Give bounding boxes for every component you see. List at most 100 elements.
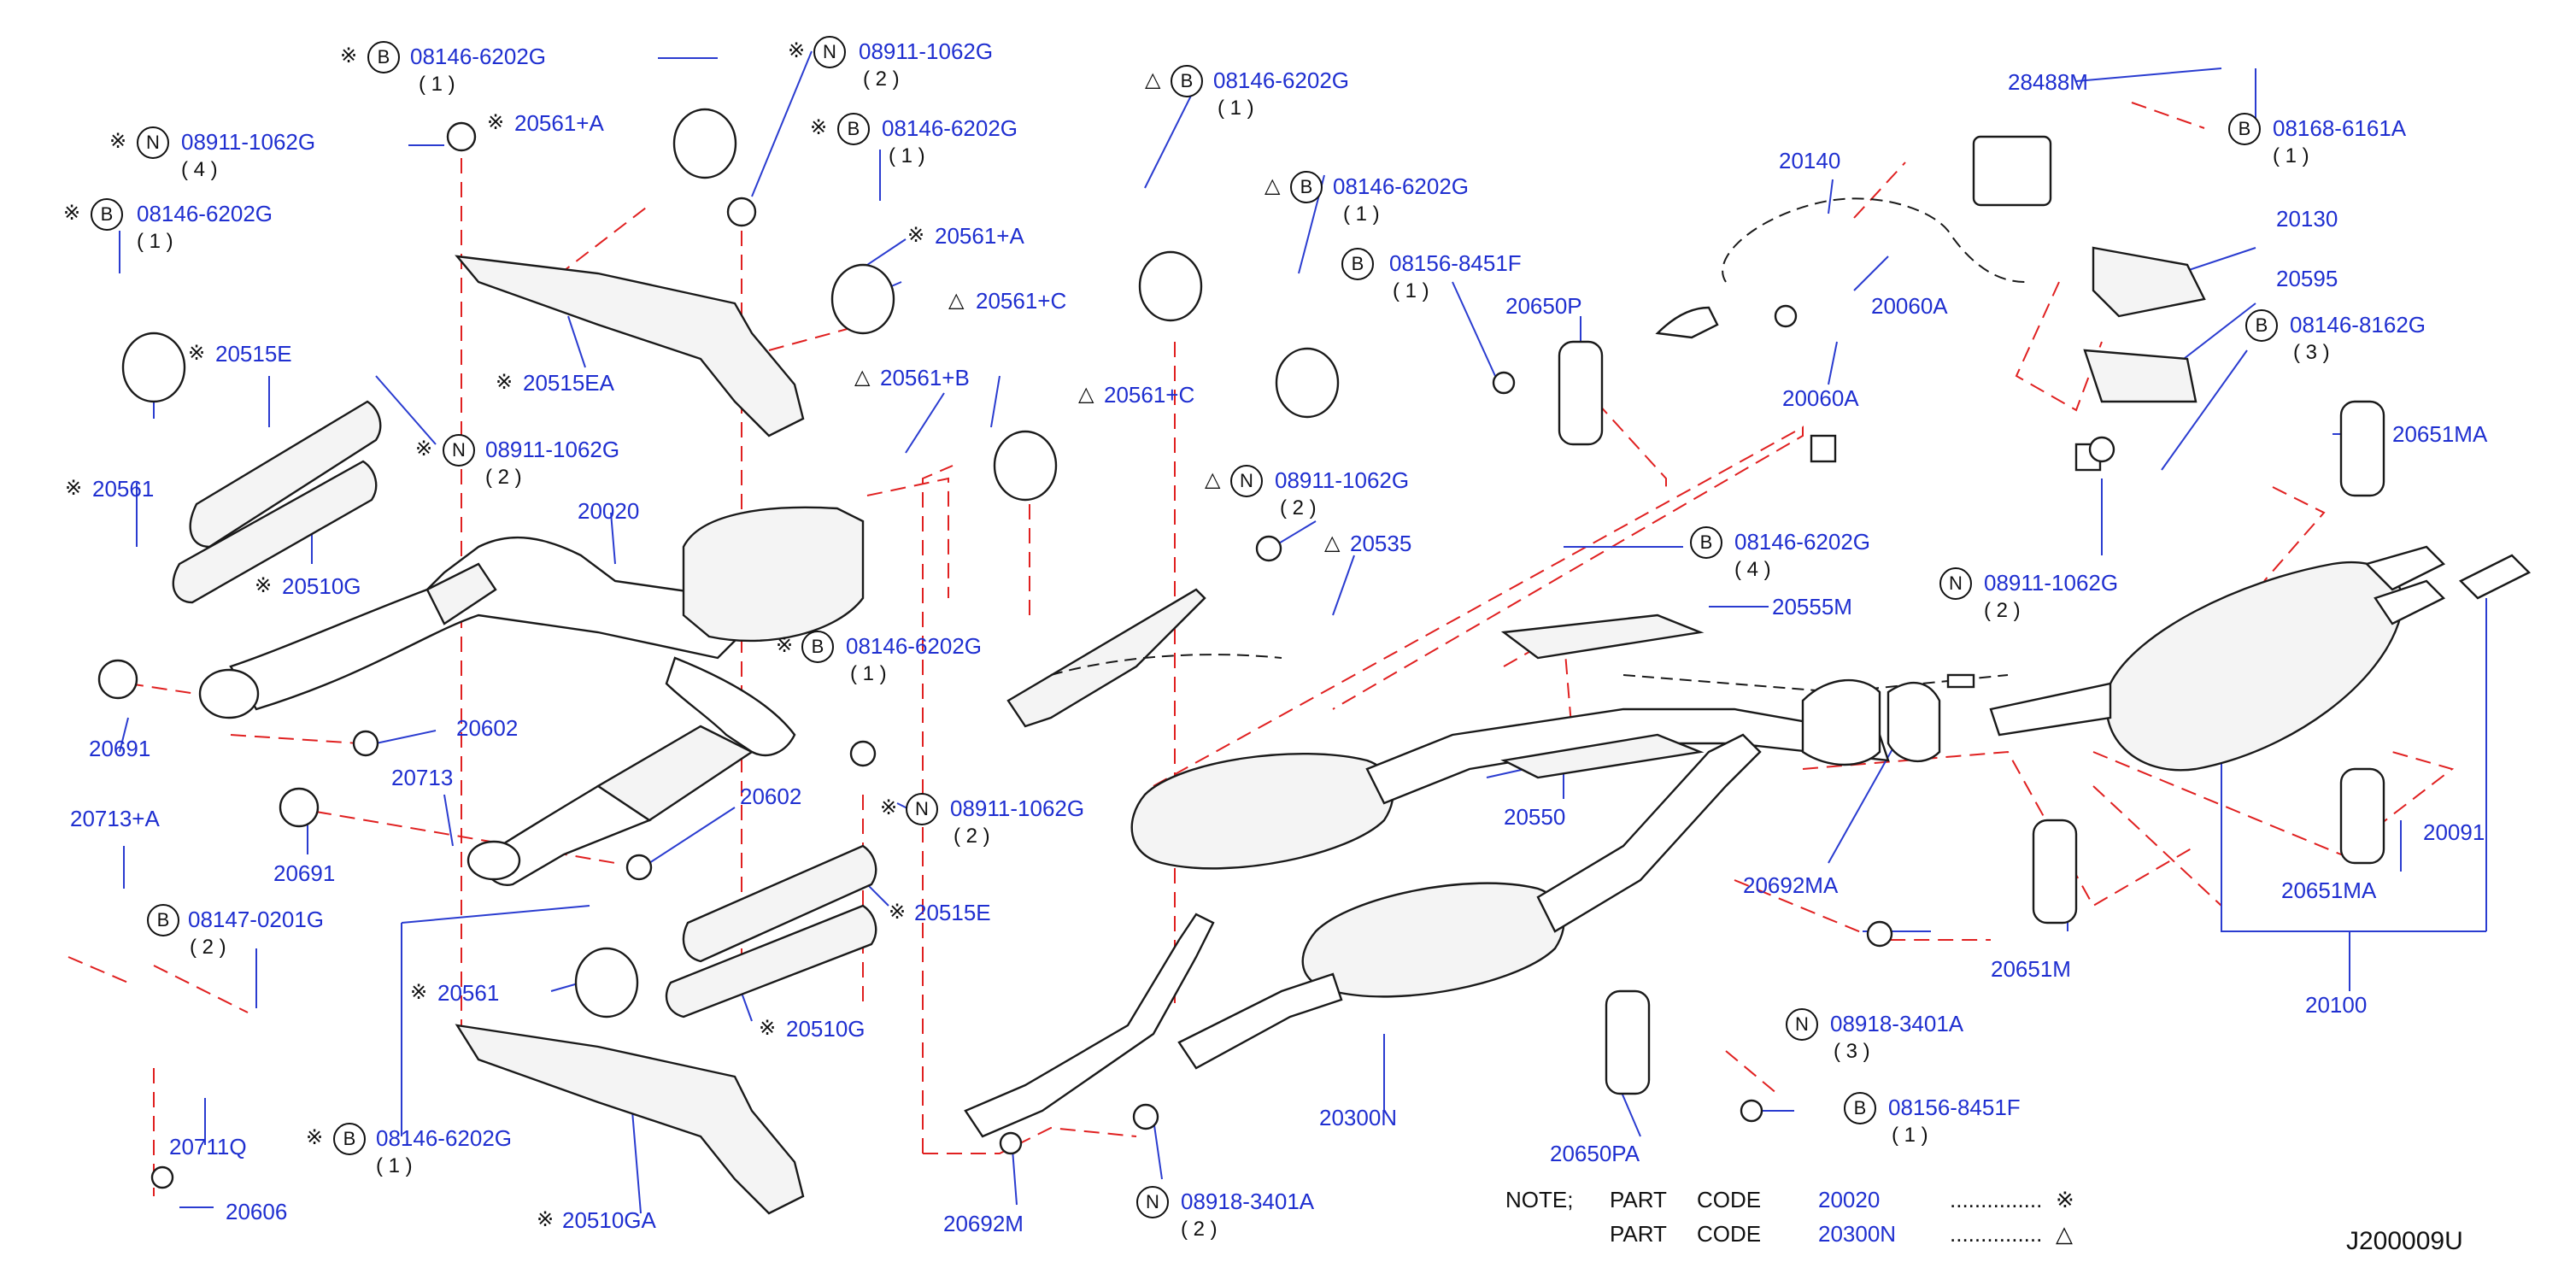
qty-label: ( 3 ) xyxy=(2293,341,2330,364)
asterisk-mark: ※ xyxy=(65,477,83,500)
part-label[interactable]: 20606 xyxy=(226,1199,288,1224)
part-label[interactable]: 08911-1062G xyxy=(485,437,620,462)
part-label[interactable]: 28488M xyxy=(2008,69,2088,95)
asterisk-mark: ※ xyxy=(109,130,127,153)
part-label[interactable]: 20650PA xyxy=(1550,1141,1640,1166)
note-part-number: 20300N xyxy=(1818,1221,1897,1247)
circle-b-icon: B xyxy=(1341,248,1374,280)
part-label[interactable]: 20561 xyxy=(437,980,500,1006)
asterisk-mark: ※ xyxy=(487,111,505,134)
part-label[interactable]: 20535 xyxy=(1350,531,1412,556)
part-label[interactable]: 20060A xyxy=(1871,293,1948,319)
part-label[interactable]: 20561+A xyxy=(935,223,1024,249)
part-label[interactable]: 20515E xyxy=(215,341,292,367)
part-label[interactable]: 20561 xyxy=(92,476,155,502)
part-label[interactable]: 08918-3401A xyxy=(1181,1189,1315,1214)
part-label[interactable]: 20510G xyxy=(282,573,361,599)
part-label[interactable]: 20602 xyxy=(740,784,802,809)
part-label[interactable]: 08146-6202G xyxy=(882,115,1018,141)
part-label[interactable]: 20130 xyxy=(2276,206,2338,232)
part-label[interactable]: 20555M xyxy=(1772,594,1852,619)
part-label[interactable]: 08146-6202G xyxy=(846,633,983,659)
part-label[interactable]: 20651MA xyxy=(2281,878,2377,903)
part-label[interactable]: 20300N xyxy=(1319,1105,1398,1130)
triangle-mark: △ xyxy=(1324,531,1341,555)
part-label[interactable]: 08156-8451F xyxy=(1389,250,1522,276)
note-code: CODE xyxy=(1697,1221,1762,1247)
triangle-mark: △ xyxy=(1078,383,1094,406)
part-label[interactable]: 08146-6202G xyxy=(376,1125,513,1151)
part-label[interactable]: 08146-6202G xyxy=(1734,529,1871,555)
triangle-mark: △ xyxy=(1205,468,1221,491)
asterisk-mark: ※ xyxy=(410,981,428,1004)
part-label[interactable]: 20692M xyxy=(943,1211,1024,1236)
qty-label: ( 2 ) xyxy=(954,825,990,848)
clamps xyxy=(121,108,1340,1019)
part-label[interactable]: 08146-6202G xyxy=(137,201,273,226)
part-label[interactable]: 08911-1062G xyxy=(859,38,994,64)
part-label[interactable]: 08911-1062G xyxy=(181,129,316,155)
qty-label: ( 2 ) xyxy=(1181,1218,1218,1241)
part-label[interactable]: 20651M xyxy=(1991,956,2071,982)
part-label[interactable]: 08911-1062G xyxy=(950,795,1085,821)
triangle-mark: △ xyxy=(1145,68,1161,91)
qty-label: ( 2 ) xyxy=(863,68,900,91)
diagram-code: J200009U xyxy=(2346,1227,2463,1255)
asterisk-mark: ※ xyxy=(889,901,907,924)
note-label: NOTE; xyxy=(1505,1187,1574,1212)
qty-label: ( 1 ) xyxy=(850,662,887,685)
part-label[interactable]: 20020 xyxy=(578,498,640,524)
part-label[interactable]: 20515E xyxy=(914,900,991,925)
circle-b-icon: B xyxy=(1690,526,1722,559)
part-label[interactable]: 20060A xyxy=(1782,385,1859,411)
circle-b-icon: B xyxy=(147,904,179,936)
part-label[interactable]: 20100 xyxy=(2305,992,2368,1018)
part-label[interactable]: 20561+B xyxy=(880,365,970,390)
note-part: PART xyxy=(1610,1187,1667,1212)
qty-label: ( 3 ) xyxy=(1834,1040,1870,1063)
part-label[interactable]: 20561+C xyxy=(976,288,1067,314)
part-label[interactable]: 20140 xyxy=(1779,148,1841,173)
part-label[interactable]: 20515EA xyxy=(523,370,614,396)
part-label[interactable]: 20510GA xyxy=(562,1207,656,1233)
note-dots: ............... xyxy=(1950,1221,2043,1247)
circle-n-icon: N xyxy=(1939,567,1972,600)
front-pipe-assembly xyxy=(198,506,865,886)
part-label[interactable]: 20713+A xyxy=(70,806,160,831)
part-label[interactable]: 20691 xyxy=(89,736,151,761)
part-label[interactable]: 08146-6202G xyxy=(1333,173,1470,199)
part-label[interactable]: 08147-0201G xyxy=(188,907,325,932)
part-label[interactable]: 08918-3401A xyxy=(1830,1011,1964,1036)
circle-b-icon: B xyxy=(1171,65,1203,97)
part-label[interactable]: 08911-1062G xyxy=(1984,570,2119,596)
circle-n-icon: N xyxy=(813,36,846,68)
part-label[interactable]: 20602 xyxy=(456,715,519,741)
part-label[interactable]: 20550 xyxy=(1504,804,1566,830)
part-label[interactable]: 20713 xyxy=(391,765,454,790)
part-label[interactable]: 20691 xyxy=(273,860,336,886)
part-label[interactable]: 20510G xyxy=(786,1016,866,1042)
circle-n-icon: N xyxy=(137,126,169,159)
part-label[interactable]: 20091 xyxy=(2423,819,2485,845)
part-label[interactable]: 20650P xyxy=(1505,293,1582,319)
triangle-mark: △ xyxy=(1265,174,1281,197)
circle-n-icon: N xyxy=(443,434,475,467)
qty-label: ( 1 ) xyxy=(1393,279,1429,302)
part-label[interactable]: 08911-1062G xyxy=(1275,467,1410,493)
part-label[interactable]: 20561+A xyxy=(514,110,604,136)
hangers xyxy=(1558,340,2385,1095)
part-label[interactable]: 20561+C xyxy=(1104,382,1195,408)
qty-label: ( 1 ) xyxy=(376,1154,413,1177)
part-label[interactable]: 08156-8451F xyxy=(1888,1095,2021,1120)
part-label[interactable]: 20595 xyxy=(2276,266,2338,291)
part-label[interactable]: 20651MA xyxy=(2392,421,2488,447)
part-label[interactable]: 08146-6202G xyxy=(410,44,547,69)
part-label[interactable]: 20692MA xyxy=(1743,872,1839,898)
note-part-number: 20020 xyxy=(1818,1187,1881,1212)
qty-label: ( 1 ) xyxy=(1218,97,1254,120)
part-label[interactable]: 08168-6161A xyxy=(2273,115,2407,141)
part-label[interactable]: 08146-6202G xyxy=(1213,68,1350,93)
part-label[interactable]: 20711Q xyxy=(169,1134,247,1159)
part-label[interactable]: 08146-8162G xyxy=(2290,312,2426,338)
